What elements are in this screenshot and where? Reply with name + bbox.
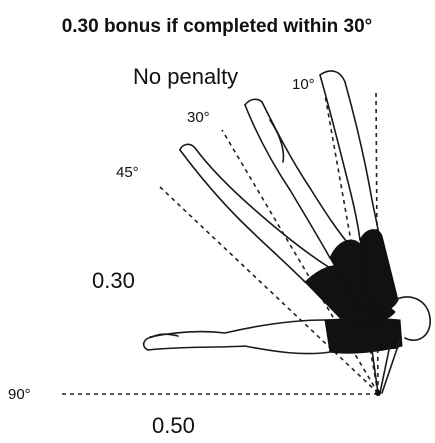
- angle-label-45: 45°: [116, 164, 139, 181]
- leg-90deg: [144, 319, 402, 354]
- zone-no-penalty-label: No penalty: [133, 64, 238, 89]
- angle-label-30: 30°: [187, 109, 210, 126]
- zone-050-label: 0.50: [152, 413, 195, 438]
- pivot-point: [375, 390, 381, 396]
- zone-030-label: 0.30: [92, 268, 135, 293]
- angle-label-90: 90°: [8, 386, 31, 403]
- diagram-title: 0.30 bonus if completed within 30°: [62, 16, 373, 37]
- angle-label-10: 10°: [292, 76, 315, 93]
